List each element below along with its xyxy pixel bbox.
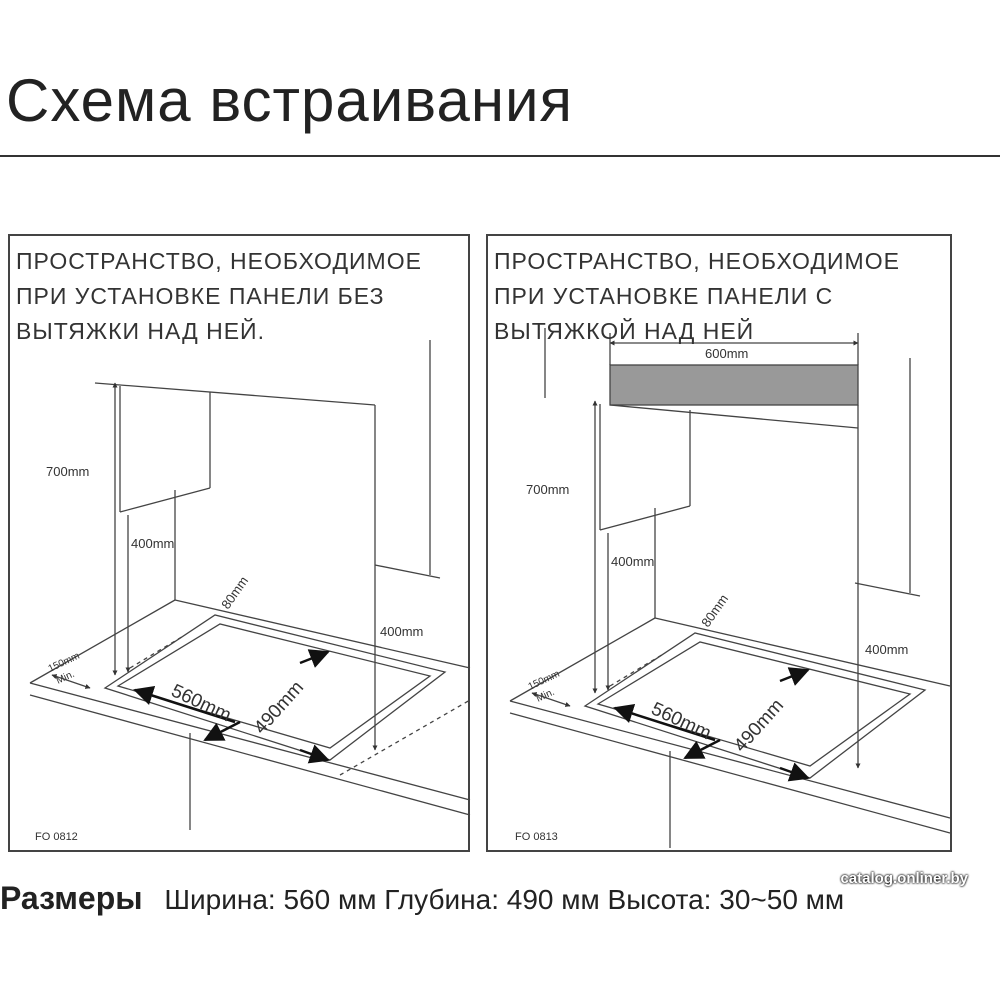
dim-400mm-upper: 400mm xyxy=(131,536,174,551)
watermark: catalog.onliner.by xyxy=(840,870,968,887)
diagram-without-hood xyxy=(29,340,471,830)
panel-caption: ПРОСТРАНСТВО, НЕОБХОДИМОЕ ПРИ УСТАНОВКЕ … xyxy=(494,244,900,349)
caption-line: ВЫТЯЖКОЙ НАД НЕЙ xyxy=(494,318,755,344)
caption-line: ПРИ УСТАНОВКЕ ПАНЕЛИ БЕЗ xyxy=(16,283,385,309)
panel-caption: ПРОСТРАНСТВО, НЕОБХОДИМОЕ ПРИ УСТАНОВКЕ … xyxy=(16,244,422,349)
depth-value: Глубина: 490 мм xyxy=(384,884,600,915)
height-value: Высота: 30~50 мм xyxy=(607,884,845,915)
dim-400mm-side: 400mm xyxy=(380,624,423,639)
diagram-with-hood xyxy=(509,328,951,848)
caption-line: ПРОСТРАНСТВО, НЕОБХОДИМОЕ xyxy=(16,248,422,274)
dim-400mm-upper: 400mm xyxy=(611,554,654,569)
dim-400mm-side: 400mm xyxy=(865,642,908,657)
panel-without-hood: ПРОСТРАНСТВО, НЕОБХОДИМОЕ ПРИ УСТАНОВКЕ … xyxy=(8,234,470,852)
width-value: Ширина: 560 мм xyxy=(164,884,377,915)
dimensions-line: Размеры Ширина: 560 мм Глубина: 490 мм В… xyxy=(0,880,844,917)
dim-700mm: 700mm xyxy=(46,464,89,479)
dim-700mm: 700mm xyxy=(526,482,569,497)
caption-line: ПРОСТРАНСТВО, НЕОБХОДИМОЕ xyxy=(494,248,900,274)
figure-code: FO 0812 xyxy=(35,831,78,843)
page-title: Схема встраивания xyxy=(6,67,573,134)
dimensions-label: Размеры xyxy=(0,880,143,916)
title-divider xyxy=(0,155,1000,157)
dim-600mm: 600mm xyxy=(705,346,748,361)
caption-line: ПРИ УСТАНОВКЕ ПАНЕЛИ С xyxy=(494,283,834,309)
caption-line: ВЫТЯЖКИ НАД НЕЙ. xyxy=(16,318,265,344)
panel-with-hood: ПРОСТРАНСТВО, НЕОБХОДИМОЕ ПРИ УСТАНОВКЕ … xyxy=(486,234,952,852)
figure-code: FO 0813 xyxy=(515,831,558,843)
